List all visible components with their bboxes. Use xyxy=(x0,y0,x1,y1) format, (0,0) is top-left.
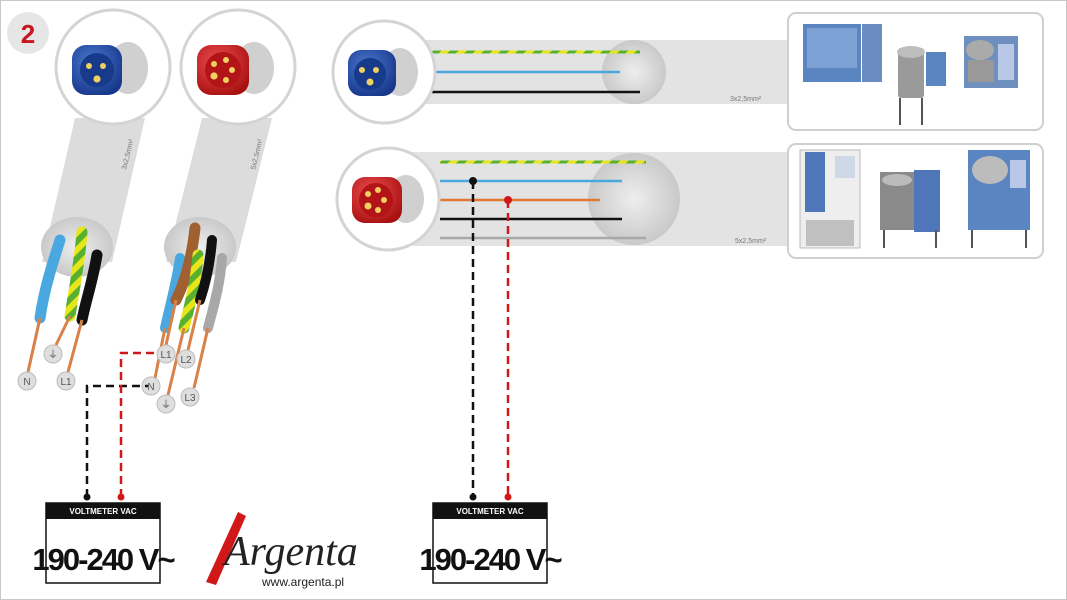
wire-blue xyxy=(34,234,66,324)
voltmeter-left: VOLTMETER VAC 190-240 V~ xyxy=(32,502,176,584)
svg-text:L1: L1 xyxy=(160,350,172,361)
equipment-panel-top xyxy=(787,12,1044,131)
terminal-3p-L1: L1 xyxy=(156,344,176,364)
terminal-L1: L1 xyxy=(56,371,76,391)
plug-red-right xyxy=(335,146,441,252)
probe-red-left xyxy=(119,351,157,497)
cable-spec-top: 3x2,5mm² xyxy=(730,96,762,103)
casting-machine-image xyxy=(898,48,924,98)
page-number: 2 xyxy=(21,19,35,49)
cable-single-phase: 3x2,5mm² N ⏚ L1 xyxy=(17,118,145,391)
svg-text:N: N xyxy=(147,382,154,393)
cable-three-phase: 5x2,5mm² L1 L2 N ⏚ L3 xyxy=(141,118,272,414)
terminal-3p-L2: L2 xyxy=(176,349,196,369)
ground-icon: ⏚ xyxy=(161,399,171,411)
plug-blue-right xyxy=(331,19,437,125)
brand-url: www.argenta.pl xyxy=(261,575,344,589)
voltmeter-right: VOLTMETER VAC 190-240 V~ xyxy=(419,502,563,584)
logo-mark-icon xyxy=(206,512,246,585)
terminal-3p-ground: ⏚ xyxy=(156,394,176,414)
terminal-ground: ⏚ xyxy=(43,344,63,364)
wire-yellow-green xyxy=(64,226,88,322)
terminal-N: N xyxy=(17,371,37,391)
terminal-3p-N: N xyxy=(141,376,161,396)
voltmeter-left-reading: 190-240 V~ xyxy=(32,542,174,577)
voltmeter-right-header: VOLTMETER VAC xyxy=(456,507,523,516)
cable-spec-bottom: 5x2,5mm² xyxy=(735,238,767,245)
ground-icon: ⏚ xyxy=(48,349,58,361)
page-number-badge: 2 xyxy=(7,12,49,54)
cable-row-single-phase: 3x2,5mm² xyxy=(385,40,788,104)
svg-text:N: N xyxy=(23,377,30,388)
svg-text:L1: L1 xyxy=(60,377,72,388)
brand-name: Argenta xyxy=(221,529,358,575)
voltmeter-right-reading: 190-240 V~ xyxy=(419,542,561,577)
cable-row-three-phase: 5x2,5mm² xyxy=(385,152,788,246)
plug-red-left xyxy=(179,8,297,126)
voltmeter-left-header: VOLTMETER VAC xyxy=(69,507,136,516)
argenta-logo: Argenta www.argenta.pl xyxy=(206,512,358,589)
svg-text:L2: L2 xyxy=(180,355,192,366)
equipment-panel-bottom xyxy=(787,143,1044,259)
terminal-3p-L3: L3 xyxy=(180,387,200,407)
plug-blue-left xyxy=(54,8,172,126)
wire-black xyxy=(76,249,103,326)
svg-text:L3: L3 xyxy=(184,393,196,404)
probe-black-left xyxy=(85,384,148,497)
